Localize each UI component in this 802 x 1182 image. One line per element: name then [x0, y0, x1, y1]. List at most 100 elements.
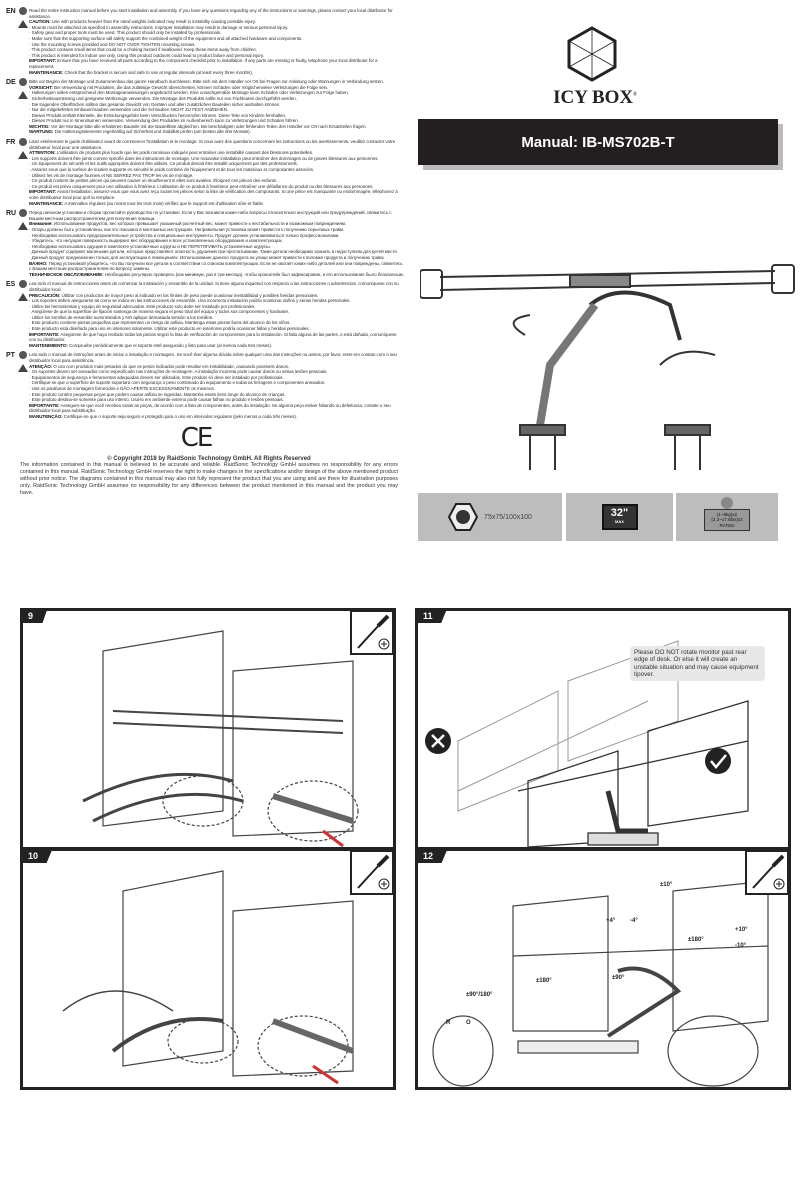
- bullet-item: · This product contains small items that…: [29, 47, 257, 53]
- intro-text: Leia todo o manual de instruções antes d…: [29, 352, 397, 364]
- step-12-illustration: [432, 880, 769, 1087]
- bullet-item: · Опоры должны быть установлены, как это…: [29, 226, 345, 232]
- bullet-item: · Este producto contiene piezas pequeñas…: [29, 320, 291, 326]
- bullet-item: · Use the mounting screws provided and D…: [29, 41, 196, 47]
- read-manual-icon: [19, 280, 27, 289]
- bullet-item: · Safety gear and proper tools must be u…: [29, 30, 222, 36]
- label-r: R: [446, 1020, 451, 1026]
- caution-text: Use with products heavier than the rated…: [51, 19, 256, 25]
- important-text: Ensure that you have received all parts …: [29, 58, 378, 69]
- correct-check-icon: [705, 748, 731, 774]
- bullet-item: · Assurez-vous que la surface de soutien…: [29, 167, 314, 173]
- language-section-de: DE Bitte vor Beginn der Montage und Zusam…: [6, 78, 404, 135]
- label-rotate-top: ±10°: [660, 882, 673, 888]
- bullet-item: · Make sure that the supporting surface …: [29, 35, 303, 41]
- warning-triangle-icon: [18, 293, 28, 302]
- caution-text: L'utilisation de produits plus lourds qu…: [56, 150, 314, 156]
- spec-screen-size: 32"MAX: [566, 493, 673, 541]
- bullet-item: · Ce produit est prévu uniquement pour u…: [29, 183, 374, 189]
- copyright-notice: © Copyright 2018 by RaidSonic Technology…: [20, 456, 398, 497]
- important-text: Asegúrese de que haya recibido todas las…: [29, 331, 397, 343]
- bullet-item: · Halterungen sollen entsprechend den Mo…: [29, 90, 349, 96]
- bullet-item: · Dieses Produkt nur in Innenräumen verw…: [29, 118, 299, 124]
- warning-triangle-icon: [18, 91, 28, 100]
- step-number: 9: [22, 610, 48, 623]
- language-section-pt: PT Leia todo o manual de instruções antes…: [6, 351, 404, 419]
- language-code: PT: [6, 352, 15, 360]
- read-manual-icon: [19, 351, 27, 360]
- manual-title: Manual: IB-MS702B-T: [418, 119, 778, 165]
- read-manual-icon: [19, 209, 27, 218]
- warning-triangle-icon: [18, 222, 28, 231]
- maintenance-text: Certifique-se que o suporte seja seguro …: [63, 413, 297, 419]
- bullet-item: · Mounts must be attached as specified i…: [29, 24, 289, 30]
- spec-vesa: 75x75/100x100: [418, 493, 562, 541]
- bullet-item: · Certifique-se que a superfície de supo…: [29, 380, 326, 386]
- label-height-minus: -10°: [735, 943, 747, 949]
- bullet-item: · Sicherheitsausrüstung und geeignete We…: [29, 95, 297, 101]
- label-height-plus: +10°: [735, 927, 748, 933]
- step-number: 11: [417, 610, 447, 623]
- warning-triangle-icon: [18, 20, 28, 28]
- language-code: DE: [6, 79, 16, 87]
- step-number: 12: [417, 850, 448, 863]
- bullet-item: · Dieses Produkt enthält Kleinteile, die…: [29, 112, 287, 118]
- bullet-item: · Die tragenden Oberflächen sollten das …: [29, 101, 281, 107]
- bullet-item: · Данный продукт предназначен только для…: [29, 254, 385, 260]
- bullet-item: · Use os parafusos de montagem fornecido…: [29, 386, 215, 391]
- step-9-panel: 9: [20, 608, 396, 850]
- product-illustration: [420, 264, 795, 470]
- bullet-item: · Os suportes devem ser anexados como es…: [29, 369, 328, 375]
- read-manual-icon: [19, 78, 27, 87]
- read-manual-icon: [19, 138, 27, 147]
- language-code: ES: [6, 281, 16, 289]
- step-9-illustration: [82, 630, 359, 848]
- vesa-sizes: 75x75/100x100: [484, 513, 532, 521]
- phillips-screwdriver-icon: [752, 854, 785, 890]
- bullet-item: · Необходимо использовать предохранитель…: [29, 232, 340, 238]
- bullet-item: · Este producto está diseñado para uso e…: [29, 326, 310, 332]
- bullet-item: · Nur die mitgelieferten Einbauschrauben…: [29, 107, 228, 113]
- intro-text: Bitte vor Beginn der Montage und Zusamme…: [29, 79, 384, 85]
- label-swivel-base: ±90°/180°: [466, 992, 493, 998]
- caution-text: Utilizar con productos de mayor peso al …: [61, 292, 319, 298]
- bullet-item: · Asegúrese de que la superficie de fija…: [29, 309, 290, 315]
- label-tilt-minus: -4°: [630, 918, 638, 924]
- brand-name: ICY BOX®: [553, 87, 637, 108]
- bullet-item: · Este produto contém pequenas peças que…: [29, 391, 286, 397]
- step-10-panel: 10: [20, 848, 396, 1090]
- intro-text: Lisez entièrement le guide d'utilisateur…: [29, 139, 396, 150]
- weight-icon: [721, 496, 733, 509]
- read-manual-icon: [19, 7, 27, 15]
- label-tilt-plus: +4°: [606, 918, 616, 924]
- warning-note: Please DO NOT rotate monitor past rear e…: [630, 646, 765, 682]
- maintenance-text: Check that the bracket is secure and saf…: [64, 69, 253, 75]
- bullet-item: · Убедитесь, что несущая поверхность выд…: [29, 238, 283, 244]
- bullet-item: · Les supports doivent être joints comme…: [29, 155, 379, 161]
- maintenance-text: Необходимо регулярно проверять (как мини…: [104, 271, 404, 277]
- important-text: Assegure-se que você recebeu todas as pe…: [29, 402, 391, 414]
- bullet-item: · Este produto destina-se somente para u…: [29, 397, 284, 403]
- bullet-item: · Utilisez les vis de montage fournies e…: [29, 172, 194, 178]
- caution-text: Использование продуктов, вес которых пре…: [53, 221, 346, 227]
- step-12-panel: 12: [415, 848, 791, 1090]
- warning-triangle-icon: [18, 151, 28, 160]
- label-o: O: [466, 1020, 471, 1026]
- bullet-item: · Utilice los tornillos de ensamble sumi…: [29, 314, 214, 320]
- language-code: EN: [6, 8, 16, 15]
- label-swivel-left: ±180°: [536, 978, 552, 984]
- vesa-hexagon-icon: [448, 503, 479, 531]
- bullet-item: · This product is intended for indoor us…: [29, 52, 264, 58]
- caution-text: O uso com produtos mais pesados do que o…: [53, 363, 289, 369]
- icy-box-cube-logo: [567, 26, 617, 82]
- label-swivel-mid: ±90°: [612, 975, 625, 981]
- copyright-text: The information contained in this manual…: [20, 462, 398, 496]
- ce-mark: CE: [180, 422, 214, 453]
- label-rotate-right: ±180°: [688, 937, 704, 943]
